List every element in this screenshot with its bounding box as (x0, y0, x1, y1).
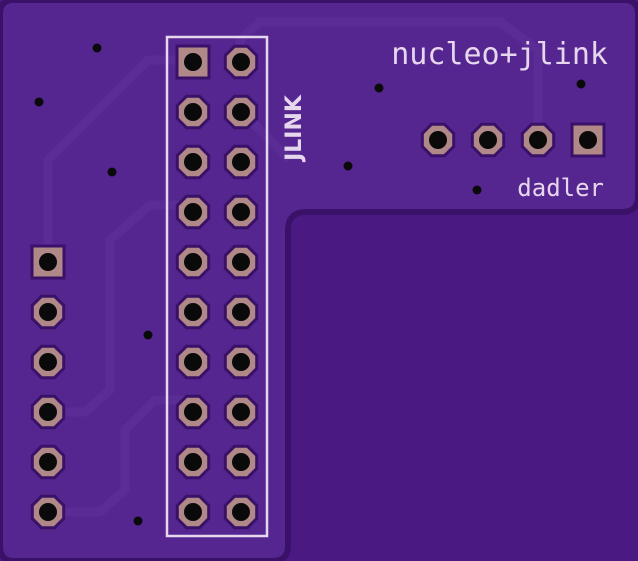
jlink-pin (175, 244, 211, 280)
jlink-pin (223, 494, 259, 530)
jlink-pin (223, 94, 259, 130)
left-header-pin (30, 294, 66, 330)
jlink-pin (223, 194, 259, 230)
jlink-pin (175, 94, 211, 130)
jlink-pin (223, 444, 259, 480)
jlink-pin (175, 194, 211, 230)
jlink-pin (175, 144, 211, 180)
jlink-pin (223, 144, 259, 180)
author-label: dadler (517, 174, 604, 202)
jlink-pin (175, 294, 211, 330)
top-header-pin (420, 122, 456, 158)
jlink-header-pads (175, 44, 259, 530)
jlink-header-outline (165, 35, 269, 538)
left-header-pin (30, 244, 66, 280)
jlink-pin (175, 344, 211, 380)
jlink-pin (175, 44, 211, 80)
board-title: nucleo+jlink (391, 37, 608, 72)
jlink-pin (175, 444, 211, 480)
left-header-pin (30, 494, 66, 530)
left-header-pin (30, 344, 66, 380)
jlink-pin (223, 344, 259, 380)
left-header-pin (30, 394, 66, 430)
jlink-pin (223, 244, 259, 280)
top-header-pin (570, 122, 606, 158)
jlink-pin (175, 494, 211, 530)
top-header-pads (420, 122, 606, 158)
jlink-pin (223, 44, 259, 80)
top-header-pin (470, 122, 506, 158)
left-header-pin (30, 444, 66, 480)
jlink-label: JLINK (282, 94, 307, 163)
left-header-pads (30, 244, 66, 530)
jlink-pin (175, 394, 211, 430)
jlink-pin (223, 294, 259, 330)
jlink-pin (223, 394, 259, 430)
vias (34, 43, 586, 526)
top-header-pin (520, 122, 556, 158)
